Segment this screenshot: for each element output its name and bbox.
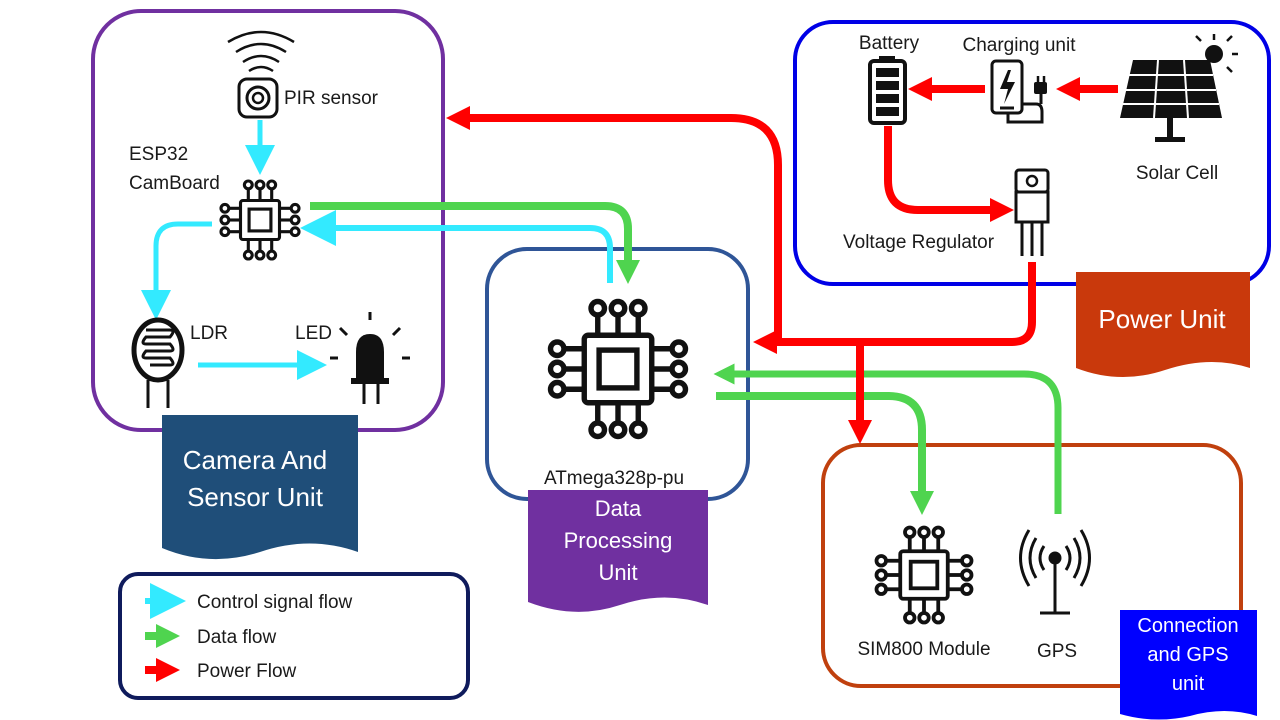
legend-control-label: Control signal flow (197, 592, 353, 613)
ldr-label: LDR (190, 323, 228, 344)
pir-sensor-icon (237, 77, 279, 119)
processing-unit-box (485, 247, 750, 501)
connection-unit-title-1: Connection (1137, 615, 1238, 637)
processing-unit-title-3: Unit (598, 560, 637, 585)
control-atmega-to-esp32 (300, 210, 613, 283)
connection-unit-tag (1120, 610, 1257, 720)
esp32-chip-icon (219, 179, 301, 261)
atmega-label: ATmega328p-pu (544, 468, 684, 489)
battery-icon (868, 56, 907, 125)
solar-cell-label: Solar Cell (1136, 163, 1218, 184)
led-icon (330, 312, 410, 404)
wifi-signal-icon (227, 30, 295, 73)
atmega-chip-icon (551, 302, 686, 437)
led-label: LED (295, 323, 332, 344)
legend-item-data: Data flow (145, 624, 276, 648)
legend-power-label: Power Flow (197, 661, 297, 682)
esp32-label-1: ESP32 (129, 144, 188, 165)
processing-unit-title-2: Processing (564, 528, 673, 553)
processing-unit-tag (528, 490, 708, 612)
sim800-chip-icon (874, 525, 974, 625)
voltage-regulator-label: Voltage Regulator (843, 232, 995, 253)
power-bus-to-camera (446, 106, 782, 342)
legend-box (118, 572, 470, 700)
power-battery-to-regulator (884, 126, 1014, 222)
pir-sensor-label: PIR sensor (284, 88, 379, 109)
gps-label: GPS (1037, 641, 1077, 662)
legend-item-control: Control signal flow (145, 583, 353, 619)
esp32-label-2: CamBoard (129, 173, 220, 194)
data-atmega-to-sim800 (716, 392, 934, 515)
gps-antenna-icon (1019, 529, 1091, 615)
data-esp32-to-atmega (310, 202, 640, 284)
processing-unit-title-1: Data (595, 496, 642, 521)
power-unit-tag (1076, 272, 1250, 378)
connection-unit-box (821, 443, 1243, 688)
solar-panel-icon (1120, 34, 1238, 142)
control-esp32-to-ldr (141, 221, 212, 320)
charging-icon (990, 59, 1047, 124)
power-regulator-to-bus (753, 262, 1036, 354)
camera-unit-tag (162, 415, 358, 560)
legend-data-label: Data flow (197, 627, 276, 648)
connection-unit-title-2: and GPS (1147, 644, 1228, 666)
connection-unit-title-3: unit (1172, 673, 1205, 695)
power-unit-title: Power Unit (1098, 304, 1226, 334)
sim800-label: SIM800 Module (857, 639, 990, 660)
ldr-icon (131, 317, 185, 408)
voltage-regulator-icon (1014, 168, 1050, 256)
camera-unit-title-2: Sensor Unit (187, 482, 324, 512)
legend-item-power: Power Flow (145, 658, 297, 682)
charging-unit-label: Charging unit (962, 35, 1076, 56)
battery-label: Battery (859, 33, 920, 54)
camera-unit-title-1: Camera And (183, 445, 328, 475)
data-gps-to-atmega (713, 363, 1062, 514)
